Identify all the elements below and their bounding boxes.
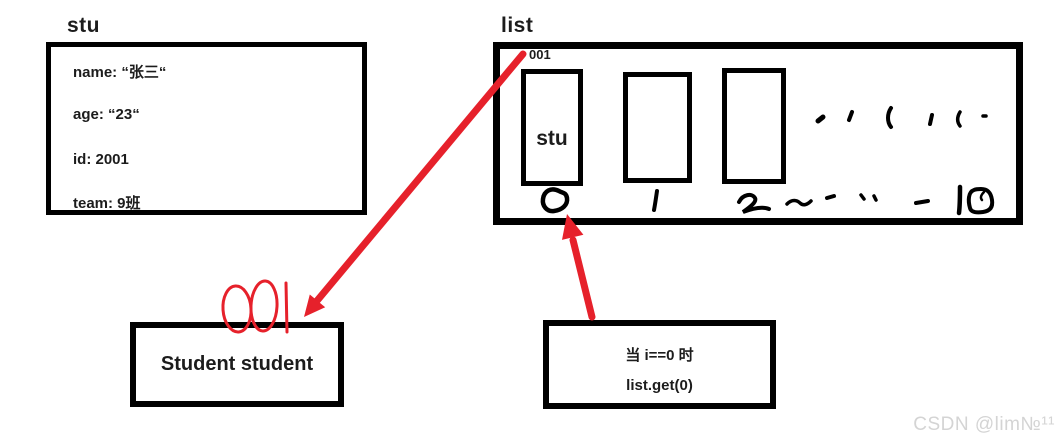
stu-field-team: team: 9班	[73, 195, 141, 212]
list-cell-1	[623, 72, 692, 183]
stu-field-age: age: “23“	[73, 106, 140, 123]
stu-field-name: name: “张三“	[73, 64, 167, 81]
list-cell-0-label: stu	[536, 126, 568, 150]
watermark: CSDN @lim№¹¹	[913, 414, 1055, 435]
stu-field-id: id: 2001	[73, 151, 129, 168]
list-title: list	[501, 14, 534, 37]
list-cell-2	[722, 68, 786, 184]
list-cell-0: stu	[521, 69, 583, 186]
condition-box: 当 i==0 时 list.get(0)	[543, 320, 776, 409]
stu-object-box: name: “张三“ age: “23“ id: 2001 team: 9班	[46, 42, 367, 215]
student-variable-label: Student student	[160, 353, 314, 375]
list-address-label: 001	[529, 47, 551, 62]
condition-line-2: list.get(0)	[626, 377, 693, 394]
student-variable-box: Student student	[130, 322, 344, 407]
condition-line-1: 当 i==0 时	[625, 347, 694, 364]
stu-object-title: stu	[67, 14, 100, 37]
arrow-condition-to-index0	[562, 214, 596, 321]
